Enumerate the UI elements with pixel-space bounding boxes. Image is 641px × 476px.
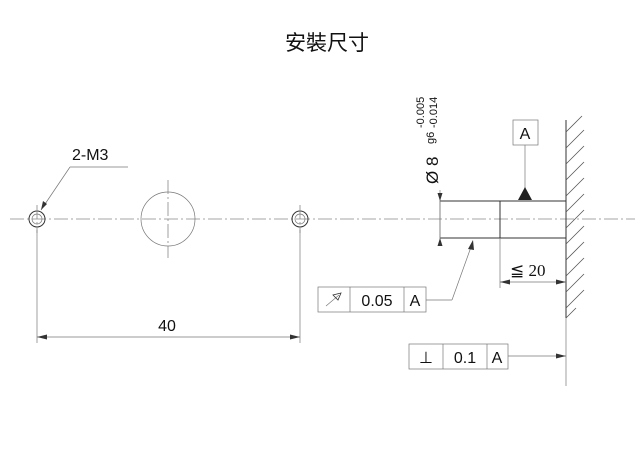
perpendicularity-datum: A — [492, 350, 503, 367]
datum-a-symbol — [512, 119, 539, 200]
drawing-title: 安裝尺寸 — [285, 32, 369, 55]
datum-letter: A — [520, 126, 531, 143]
length-dimension — [499, 238, 566, 288]
runout-value: 0.05 — [361, 293, 392, 310]
shaft — [439, 200, 566, 239]
center-bore-circle — [140, 180, 196, 258]
perpendicularity-frame — [408, 318, 567, 386]
spacing-value: 40 — [158, 318, 176, 335]
lower-tolerance: -0.014 — [428, 97, 440, 128]
holes-label: 2-M3 — [72, 147, 109, 164]
right-m3-hole — [291, 205, 309, 233]
perpendicularity-value: 0.1 — [454, 350, 476, 367]
left-m3-hole — [28, 205, 46, 233]
diameter-dimension — [437, 190, 443, 246]
diameter-label: Ø 8 — [423, 157, 442, 184]
length-value: ≦ 20 — [510, 261, 546, 280]
spacing-dimension — [36, 230, 301, 343]
mounting-wall — [565, 115, 585, 319]
perpendicularity-icon: ⊥ — [419, 350, 433, 367]
diameter-text-group: Ø 8 g6 -0.005 -0.014 — [415, 97, 442, 184]
holes-leader — [40, 166, 128, 211]
runout-icon — [325, 292, 342, 307]
upper-tolerance: -0.005 — [415, 97, 427, 128]
runout-datum: A — [410, 293, 421, 310]
runout-frame — [317, 240, 474, 313]
fit-grade: g6 — [425, 132, 437, 144]
